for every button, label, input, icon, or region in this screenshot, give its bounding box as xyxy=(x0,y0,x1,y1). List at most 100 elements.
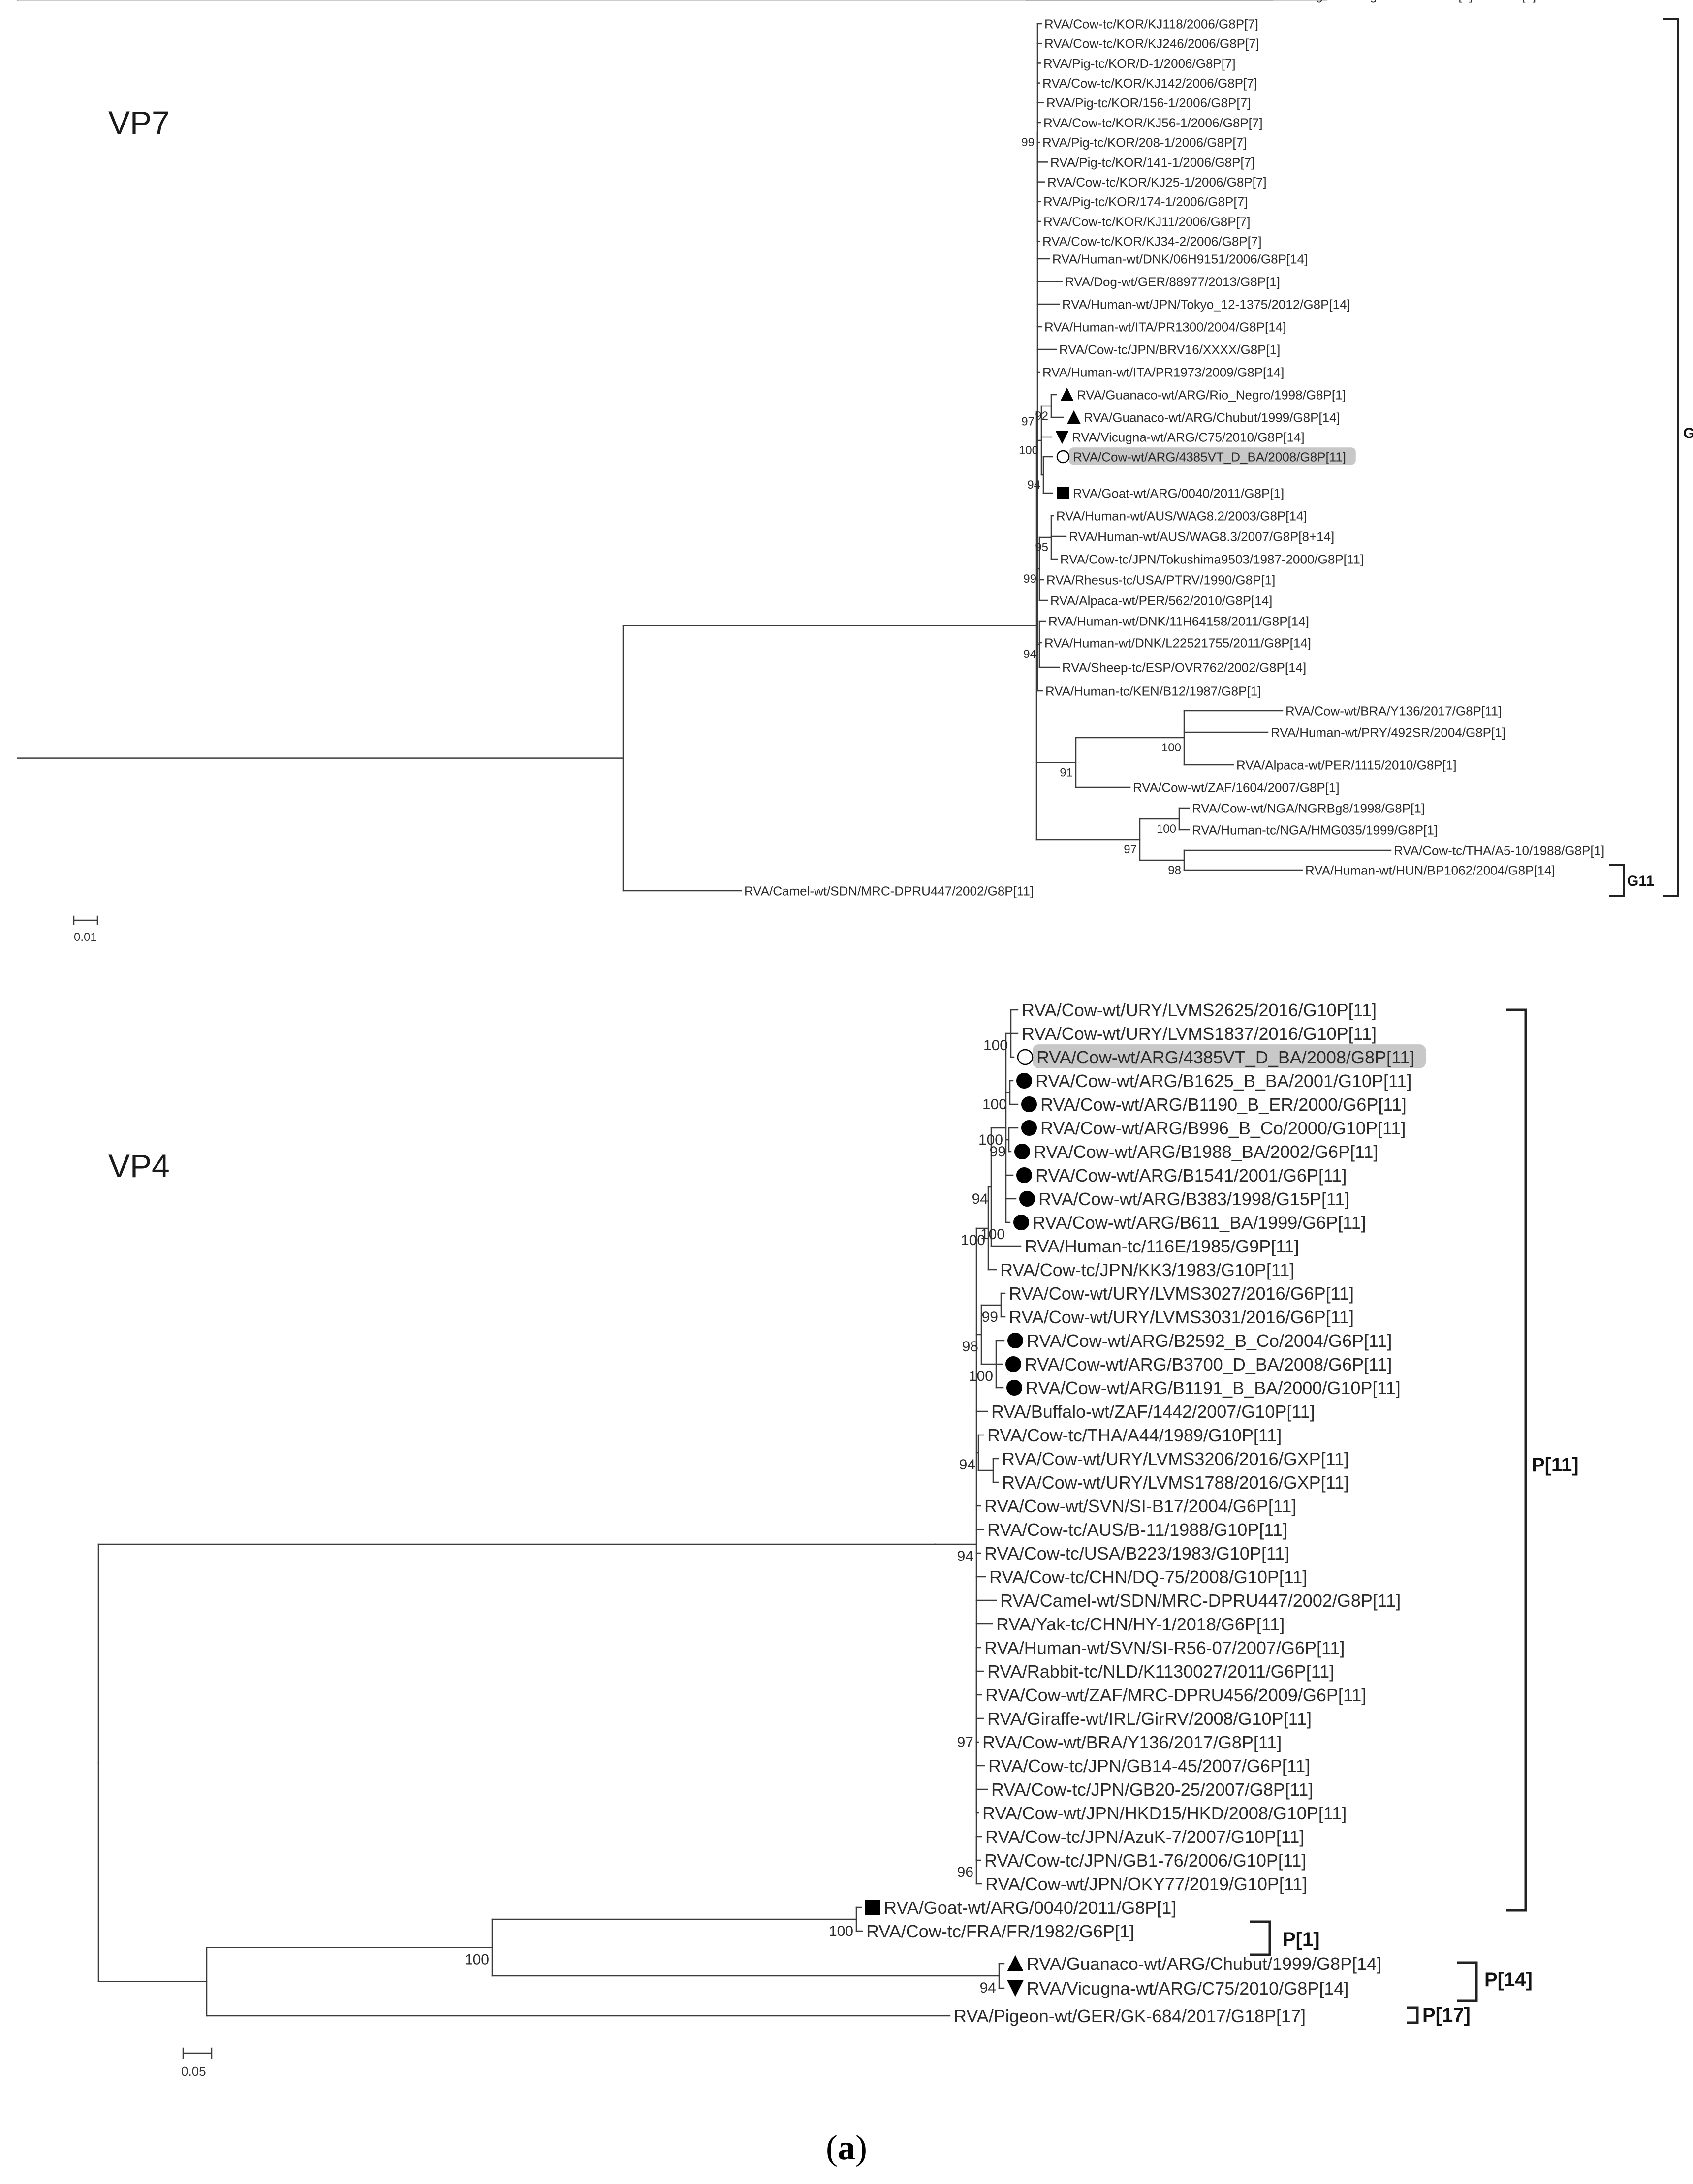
leaf-label: RVA/Yak-tc/CHN/HY-1/2018/G6P[11] xyxy=(996,1614,1285,1634)
leaf-label: RVA/Camel-wt/SDN/MRC-DPRU447/2002/G8P[11… xyxy=(1000,1591,1401,1611)
leaf-label: RVA/Cow-tc/THA/A44/1989/G10P[11] xyxy=(987,1425,1282,1445)
bootstrap-value: 97 xyxy=(1021,415,1035,429)
bootstrap-value: 100 xyxy=(969,1368,993,1384)
leaf-label: RVA/Cow-wt/ZAF/1604/2007/G8P[1] xyxy=(1133,780,1340,795)
leaf-label: RVA/Cow-tc/KOR/KJ56-1/2006/G8P[7] xyxy=(1043,115,1263,130)
leaf-label: RVA/Cow-wt/BRA/Y136/2017/G8P[11] xyxy=(1285,703,1502,718)
leaf-label: RVA/Cow-wt/ARG/B383/1998/G15P[11] xyxy=(1038,1189,1349,1209)
bootstrap-value: 100 xyxy=(980,1226,1005,1243)
bootstrap-value: 100 xyxy=(961,1232,985,1248)
vp7-bootstrap-values: 97991009294999594911009710098100 xyxy=(1004,0,1181,877)
leaf-label: RVA/Vicugna-wt/ARG/C75/2010/G8P[14] xyxy=(1027,1978,1348,1998)
bootstrap-value: 100 xyxy=(1019,444,1038,457)
leaf-label: RVA/Cow-tc/THA/A5-10/1988/G8P[1] xyxy=(1394,843,1604,858)
triangle-up-marker xyxy=(1067,410,1081,424)
bootstrap-value: 94 xyxy=(980,1980,996,1996)
open-circle-marker xyxy=(1056,450,1070,464)
leaf-label: RVA/Vicugna-wt/ARG/C75/2010/G8P[14] xyxy=(1072,430,1305,444)
bootstrap-value: 95 xyxy=(1035,541,1048,554)
bootstrap-value: 94 xyxy=(972,1191,988,1207)
leaf-label: RVA/Human-wt/SVN/SI-R56-07/2007/G6P[11] xyxy=(984,1638,1345,1658)
leaf-label: RVA/Human-wt/JPN/Tokyo_12-1375/2012/G8P[… xyxy=(1062,297,1350,312)
leaf-label: RVA/Cow-tc/JPN/BRV16/XXXX/G8P[1] xyxy=(1059,342,1280,357)
leaf-label: RVA/Rhesus-tc/USA/PTRV/1990/G8P[1] xyxy=(1046,572,1275,587)
clade-label-g8: G8 xyxy=(1683,425,1693,441)
leaf-label: RVA/Cow-wt/ARG/B611_BA/1999/G6P[11] xyxy=(1033,1213,1366,1233)
triangle-up-marker xyxy=(1060,387,1074,401)
leaf-label: RVA/Cow-wt/BRA/Y136/2017/G8P[11] xyxy=(982,1732,1282,1752)
vp4-leaf-labels: RVA/Cow-wt/URY/LVMS2625/2016/G10P[11] RVA… xyxy=(866,1000,1414,2026)
bootstrap-value: 100 xyxy=(982,1096,1007,1113)
clade-label-p14: P[14] xyxy=(1484,1969,1533,1991)
leaf-label: RVA/Cow-tc/AUS/B-11/1988/G10P[11] xyxy=(987,1520,1287,1540)
leaf-label: RVA/Cow-tc/KOR/KJ246/2006/G8P[7] xyxy=(1044,36,1259,51)
bootstrap-value: 96 xyxy=(957,1864,973,1880)
bootstrap-value: 94 xyxy=(959,1457,975,1473)
leaf-label: RVA/Cow-wt/ZAF/MRC-DPRU456/2009/G6P[11] xyxy=(985,1685,1366,1705)
leaf-label: RVA/Cow-wt/ARG/B996_B_Co/2000/G10P[11] xyxy=(1040,1118,1406,1138)
leaf-label: RVA/Camel-wt/SDN/MRC-DPRU447/2002/G8P[11… xyxy=(744,883,1034,898)
leaf-label: RVA/Alpaca-wt/PER/1115/2010/G8P[1] xyxy=(1236,757,1457,772)
vp4-tree-branches xyxy=(97,1009,1022,2017)
leaf-label: RVA/Cow-tc/FRA/FR/1982/G6P[1] xyxy=(866,1921,1134,1941)
leaf-label: RVA/Cow-wt/URY/LVMS1837/2016/G10P[11] xyxy=(1022,1024,1377,1044)
leaf-label: RVA/Cow-wt/URY/LVMS3031/2016/G6P[11] xyxy=(1009,1307,1354,1327)
leaf-label: RVA/Buffalo-wt/ZAF/1442/2007/G10P[11] xyxy=(991,1402,1315,1422)
leaf-label: RVA/Cow-wt/ARG/4385VT_D_BA/2008/G8P[11] xyxy=(1036,1047,1414,1067)
bootstrap-value: 94 xyxy=(1027,478,1040,492)
leaf-label: RVA/Cow-wt/SVN/SI-B17/2004/G6P[11] xyxy=(984,1496,1296,1516)
leaf-label: RVA/Cow-wt/JPN/OKY77/2019/G10P[11] xyxy=(985,1874,1307,1894)
leaf-label: RVA/Human-wt/AUS/WAG8.2/2003/G8P[14] xyxy=(1056,508,1307,523)
bootstrap-value: 99 xyxy=(982,1309,998,1325)
leaf-label: RVA/Human-wt/HUN/BP1062/2004/G8P[14] xyxy=(1305,863,1555,877)
bootstrap-value: 98 xyxy=(962,1339,978,1355)
leaf-label: RVA/Cow-wt/ARG/B1988_BA/2002/G6P[11] xyxy=(1034,1142,1378,1162)
leaf-label: RVA/Pig-tc/KOR/156-1/2006/G8P[7] xyxy=(1046,95,1251,110)
bootstrap-value: 100 xyxy=(465,1952,489,1968)
square-marker xyxy=(865,1900,880,1915)
filled-circle-marker xyxy=(1016,1073,1032,1089)
vp7-clade-g11: G11 xyxy=(1609,864,1654,897)
leaf-label: RVA/Human-tc/NGA/HMG035/1999/G8P[1] xyxy=(1192,822,1438,837)
leaf-label: RVA/Human-wt/ITA/PR1300/2004/G8P[14] xyxy=(1044,319,1286,334)
bootstrap-value: 100 xyxy=(1004,0,1024,3)
bootstrap-value: 97 xyxy=(1124,843,1137,856)
leaf-label: RVA/Cow-tc/JPN/GB1-76/2006/G10P[11] xyxy=(984,1850,1306,1871)
filled-circle-marker xyxy=(1019,1191,1035,1207)
bootstrap-value: 98 xyxy=(1168,864,1181,877)
vp7-panel: VP7 RVA/Cow-tc/KOR/KJ118/2006/G8P[7]RVA/… xyxy=(17,0,1693,944)
open-circle-marker xyxy=(1017,1049,1034,1065)
leaf-label: RVA/Cow-wt/NGA/NGRBg8/1998/G8P[1] xyxy=(1192,801,1425,815)
leaf-label: RVA/Pig-tc/MEX/YM/1983/G11P[7] xyxy=(1276,0,1473,3)
filled-circle-marker xyxy=(1013,1215,1029,1230)
filled-circle-marker xyxy=(1016,1167,1032,1183)
vp7-leaf-markers xyxy=(1055,387,1081,499)
leaf-label: RVA/Human-tc/116E/1985/G9P[11] xyxy=(1025,1236,1299,1256)
vp7-scale-label: 0.01 xyxy=(74,931,97,944)
bootstrap-value: 91 xyxy=(1060,766,1073,780)
triangle-down-marker xyxy=(1007,1980,1024,1997)
leaf-label: RVA/Cow-tc/JPN/Tokushima9503/1987-2000/G… xyxy=(1060,552,1364,566)
leaf-label: RVA/Rabbit-tc/NLD/K1130027/2011/G6P[11] xyxy=(987,1661,1334,1682)
leaf-label: RVA/Cow-wt/ARG/B3700_D_BA/2008/G6P[11] xyxy=(1025,1354,1392,1374)
leaf-label: RVA/Pig-tc/KOR/141-1/2006/G8P[7] xyxy=(1050,155,1254,170)
triangle-down-marker xyxy=(1055,431,1069,444)
leaf-label: RVA/Cow-wt/URY/LVMS3206/2016/GXP[11] xyxy=(1002,1449,1349,1469)
leaf-label: RVA/Cow-tc/KOR/KJ142/2006/G8P[7] xyxy=(1042,76,1257,91)
vp4-bootstrap-values: 9410094100100100991009899100949796100100… xyxy=(465,1037,1008,1996)
clade-label-g11: G11 xyxy=(1627,873,1654,889)
leaf-label: RVA/Cow-wt/URY/LVMS2625/2016/G10P[11] xyxy=(1022,1000,1377,1020)
bootstrap-value: 100 xyxy=(978,1132,1003,1148)
vp7-scale-bar: 0.01 xyxy=(73,915,98,944)
leaf-label: RVA/Human-wt/PRY/492SR/2004/G8P[1] xyxy=(1271,725,1505,740)
leaf-label: RVA/Cow-wt/ARG/B1191_B_BA/2000/G10P[11] xyxy=(1026,1378,1401,1398)
leaf-label: RVA/Cow-tc/JPN/AzuK-7/2007/G10P[11] xyxy=(985,1827,1304,1847)
vp4-leaf-markers xyxy=(865,1049,1037,1997)
filled-circle-marker xyxy=(1021,1096,1037,1112)
vp4-clade-p14: P[14] xyxy=(1457,1961,1533,2002)
filled-circle-marker xyxy=(1021,1120,1037,1136)
leaf-label: RVA/Human-tc/KEN/B12/1987/G8P[1] xyxy=(1045,684,1261,698)
leaf-label: RVA/Alpaca-wt/PER/562/2010/G8P[14] xyxy=(1050,593,1272,608)
leaf-label: RVA/Cow-wt/ARG/B2592_B_Co/2004/G6P[11] xyxy=(1027,1331,1392,1351)
